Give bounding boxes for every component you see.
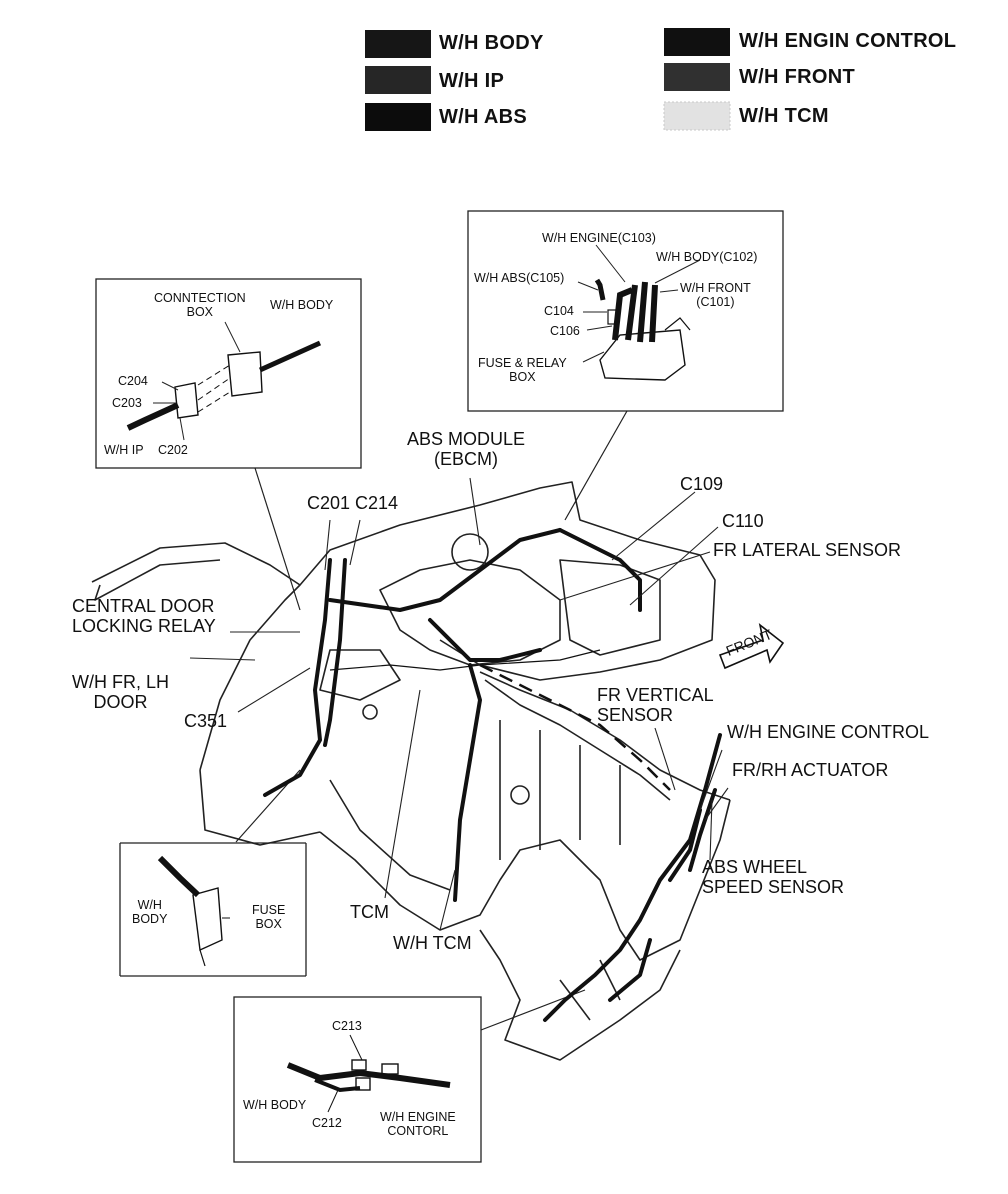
label-tcm: TCM bbox=[350, 902, 389, 922]
inset-label-wh-body-bottom: W/H BODY bbox=[243, 1098, 307, 1112]
label-wh-engine-control: W/H ENGINE CONTROL bbox=[727, 722, 930, 742]
label-abs-module: ABS MODULE (EBCM) bbox=[407, 429, 526, 470]
inset-label-c104: C104 bbox=[544, 304, 574, 318]
inset-label-connection-box: CONNTECTION BOX bbox=[154, 291, 246, 319]
fuse-relay-box-drawing bbox=[594, 278, 691, 381]
inset-fuse-relay-frame bbox=[467, 210, 784, 412]
label-central-door-locking-relay: CENTRAL DOOR LOCKING RELAY bbox=[72, 596, 216, 637]
inset-label-fuse-box: FUSE BOX bbox=[252, 903, 286, 931]
connector-c212-c213-drawing bbox=[286, 1034, 451, 1113]
connection-box-drawing bbox=[126, 340, 322, 431]
inset-label-wh-engine-contorl: W/H ENGINE CONTORL bbox=[380, 1110, 456, 1138]
legend-label-front: W/H FRONT bbox=[739, 66, 856, 88]
label-wh-fr-lh-door: W/H FR, LH DOOR bbox=[72, 672, 169, 713]
label-c201-c214: C201 C214 bbox=[307, 493, 399, 513]
legend-label-tcm: W/H TCM bbox=[739, 105, 829, 127]
legend-swatch-body bbox=[365, 30, 431, 58]
inset-label-c212: C212 bbox=[312, 1116, 342, 1130]
inset-label-c213: C213 bbox=[332, 1019, 362, 1033]
inset-label-c204: C204 bbox=[118, 374, 148, 388]
inset-label-wh-body: W/H BODY bbox=[270, 298, 334, 312]
legend-swatch-tcm bbox=[663, 101, 731, 131]
label-c109: C109 bbox=[680, 474, 724, 494]
fuse-box-drawing bbox=[157, 855, 230, 967]
inset-label-c203: C203 bbox=[112, 396, 142, 410]
inset-bottom-frame bbox=[233, 996, 482, 1163]
label-c110: C110 bbox=[722, 511, 764, 531]
inset-label-front-c101: W/H FRONT (C101) bbox=[680, 281, 751, 309]
label-c351: C351 bbox=[184, 711, 228, 731]
inset-label-abs-c105: W/H ABS(C105) bbox=[474, 271, 565, 285]
inset-label-engine-c103: W/H ENGINE(C103) bbox=[542, 231, 656, 245]
legend-label-abs: W/H ABS bbox=[439, 106, 528, 128]
legend-swatch-abs bbox=[365, 103, 431, 131]
legend-label-body: W/H BODY bbox=[439, 32, 544, 54]
label-fr-lateral-sensor: FR LATERAL SENSOR bbox=[713, 540, 902, 560]
legend-swatch-front bbox=[664, 63, 730, 91]
inset-fuse-frame bbox=[119, 842, 307, 977]
inset-label-wh-body-fuse: W/H BODY bbox=[132, 898, 168, 926]
inset-label-body-c102: W/H BODY(C102) bbox=[656, 250, 758, 264]
label-fr-vertical-sensor: FR VERTICAL SENSOR bbox=[597, 685, 714, 726]
legend-swatch-engine-control bbox=[664, 28, 730, 56]
label-abs-wheel-speed-sensor: ABS WHEEL SPEED SENSOR bbox=[702, 857, 845, 898]
inset-label-c202: C202 bbox=[158, 443, 188, 457]
legend-label-engine-control: W/H ENGIN CONTROL bbox=[739, 30, 957, 52]
harness-wires bbox=[263, 528, 722, 1022]
label-fr-rh-actuator: FR/RH ACTUATOR bbox=[732, 760, 889, 780]
inset-label-wh-ip: W/H IP bbox=[104, 443, 144, 457]
body-structure bbox=[91, 481, 731, 1061]
inset-connection-frame bbox=[95, 278, 362, 469]
legend-swatch-ip bbox=[365, 66, 431, 94]
inset-label-fuse-relay-box: FUSE & RELAY BOX bbox=[478, 356, 567, 384]
inset-label-c106: C106 bbox=[550, 324, 580, 338]
front-arrow-icon bbox=[718, 623, 785, 670]
legend-label-ip: W/H IP bbox=[439, 70, 505, 92]
label-wh-tcm: W/H TCM bbox=[393, 933, 472, 953]
legend-swatches bbox=[365, 28, 731, 131]
